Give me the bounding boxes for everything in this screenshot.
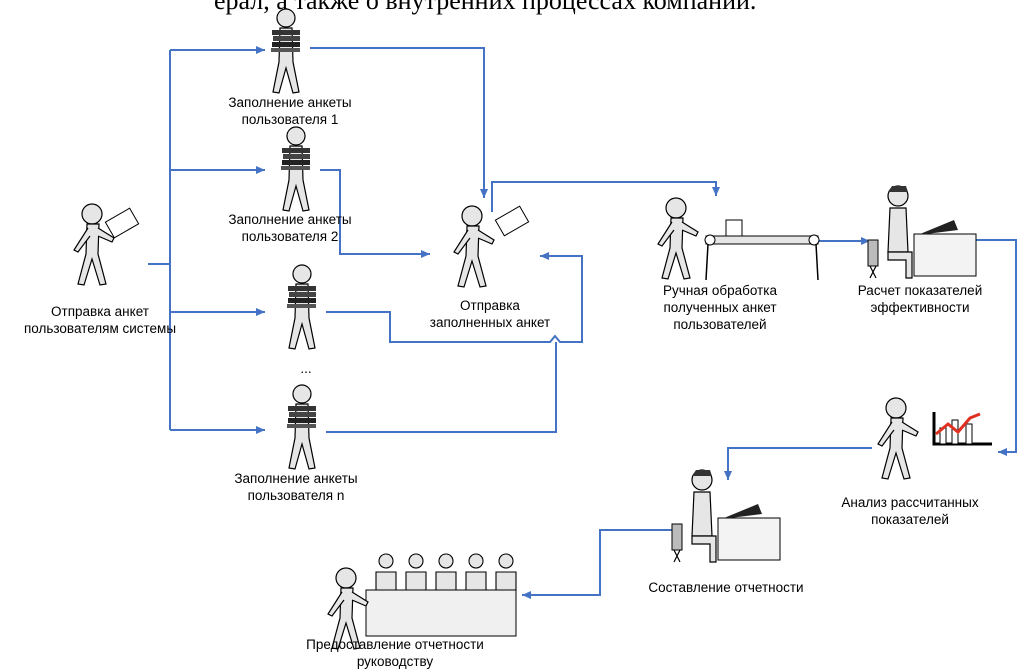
analysis-figure	[877, 397, 992, 480]
fill-form-2-figure	[280, 126, 311, 212]
connector-arrows	[148, 46, 1017, 599]
document-text-fragment: ерал, а также о внутренних процессах ком…	[214, 0, 757, 15]
calc-kpi-figure	[867, 185, 977, 279]
report-management-figure	[327, 553, 517, 650]
label-reporting: Составление отчетности	[648, 580, 804, 595]
label-analysis: Анализ рассчитанных показателей	[841, 495, 979, 527]
label-fill-form-2: Заполнение анкеты пользователя 2	[228, 212, 352, 244]
fill-form-1-figure	[270, 8, 301, 94]
send-filled-forms-figure	[453, 205, 530, 288]
label-manual-processing: Ручная обработка полученных анкет пользо…	[663, 283, 777, 332]
label-fill-form-n: Заполнение анкеты пользователя n	[234, 471, 358, 503]
fill-form-3-figure	[286, 264, 317, 350]
reporting-figure	[671, 469, 781, 563]
send-forms-figure	[73, 203, 140, 286]
label-send-filled-forms: Отправка заполненных анкет	[429, 298, 551, 330]
manual-processing-figure	[657, 197, 820, 281]
label-calc-kpi: Расчет показателей эффективности	[857, 283, 983, 315]
label-send-forms: Отправка анкет пользователям системы	[23, 304, 177, 336]
fill-form-n-figure	[286, 384, 317, 470]
label-report-management: Предоставление отчетности руководству	[306, 637, 484, 669]
label-ellipsis: ...	[300, 361, 312, 376]
label-fill-form-1: Заполнение анкеты пользователя 1	[228, 95, 352, 127]
